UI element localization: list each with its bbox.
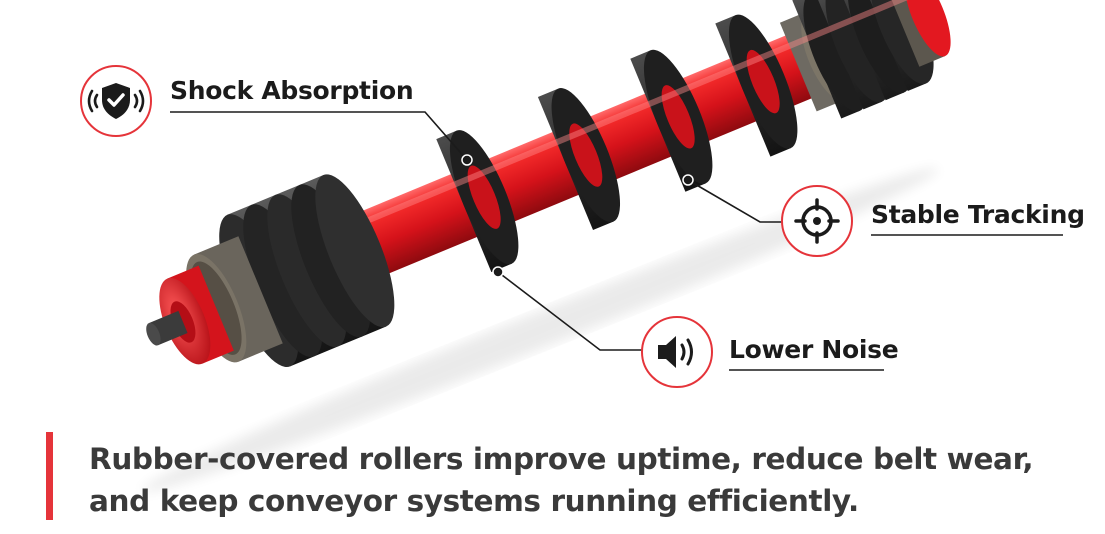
- speaker-volume-icon: [658, 336, 693, 368]
- lower-noise-badge: [641, 316, 713, 388]
- shock-absorption-badge: [80, 65, 152, 137]
- rubber-ring-3: [630, 49, 713, 192]
- stable-tracking-badge: [781, 185, 853, 257]
- far-end-discs: [779, 0, 951, 119]
- leader-line-noise: [497, 271, 646, 351]
- leader-dot-shock: [461, 154, 473, 166]
- caption-accent-bar: [46, 432, 53, 520]
- stable-tracking-label: Stable Tracking: [871, 200, 1085, 229]
- end-cap: [146, 265, 234, 365]
- crosshair-target-icon: [794, 198, 840, 244]
- rubber-ring-4: [715, 14, 798, 157]
- leader-line-shock: [170, 111, 468, 161]
- shield-check-icon: [87, 83, 145, 119]
- lower-noise-label: Lower Noise: [729, 335, 899, 364]
- caption-text: Rubber-covered rollers improve uptime, r…: [89, 442, 1034, 518]
- leader-lines: [170, 111, 790, 351]
- near-end-discs: [186, 174, 395, 367]
- leader-dot-noise: [492, 266, 504, 278]
- roller-body: [146, 0, 951, 367]
- leader-dot-stable: [682, 174, 694, 186]
- roller-shadow: [141, 168, 939, 492]
- rubber-ring-2: [537, 88, 621, 231]
- shock-absorption-label: Shock Absorption: [170, 76, 414, 105]
- leader-line-stable: [687, 179, 790, 223]
